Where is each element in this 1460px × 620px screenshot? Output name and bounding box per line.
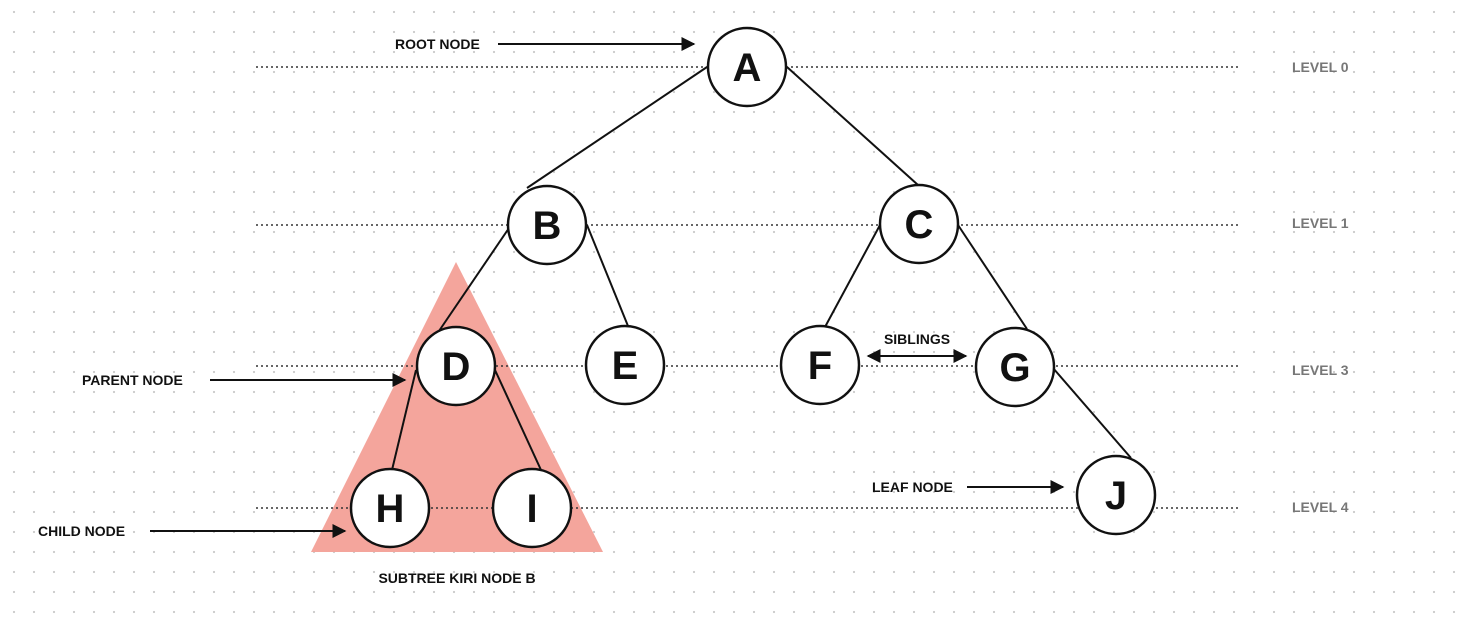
edge-c-f <box>824 224 881 328</box>
edge-a-c <box>786 66 919 186</box>
node-f: F <box>779 324 861 406</box>
edge-a-b <box>526 66 708 189</box>
level-0-label: LEVEL 0 <box>1292 59 1349 75</box>
parent-node-label: PARENT NODE <box>82 372 183 388</box>
node-g-label: G <box>999 346 1030 390</box>
node-j: J <box>1075 454 1157 536</box>
node-b-label: B <box>533 204 562 248</box>
edge-d-i <box>494 369 542 471</box>
edge-g-j <box>1052 367 1132 459</box>
level-4-label: LEVEL 4 <box>1292 499 1349 515</box>
node-j-label: J <box>1105 474 1127 518</box>
edge-d-h <box>391 369 417 471</box>
node-i-label: I <box>526 487 537 531</box>
level-1-label: LEVEL 1 <box>1292 215 1349 231</box>
node-i: I <box>491 467 573 549</box>
edge-b-e <box>586 224 629 327</box>
node-c: C <box>878 183 960 265</box>
node-a-label: A <box>733 46 762 90</box>
node-b: B <box>506 184 588 266</box>
node-g: G <box>974 326 1056 408</box>
siblings-label: SIBLINGS <box>884 331 950 347</box>
node-h-label: H <box>376 487 405 531</box>
node-e-label: E <box>612 344 639 388</box>
node-a: A <box>706 26 788 108</box>
node-c-label: C <box>905 203 934 247</box>
node-f-label: F <box>808 344 832 388</box>
level-3-label: LEVEL 3 <box>1292 362 1349 378</box>
leaf-node-label: LEAF NODE <box>872 479 953 495</box>
node-d-label: D <box>442 345 471 389</box>
node-h: H <box>349 467 431 549</box>
node-d: D <box>415 325 497 407</box>
child-node-label: CHILD NODE <box>38 523 125 539</box>
edge-c-g <box>957 224 1028 330</box>
node-e: E <box>584 324 666 406</box>
edge-b-d <box>438 227 510 332</box>
root-node-label: ROOT NODE <box>395 36 480 52</box>
subtree-label: SUBTREE KIRI NODE B <box>378 570 535 586</box>
